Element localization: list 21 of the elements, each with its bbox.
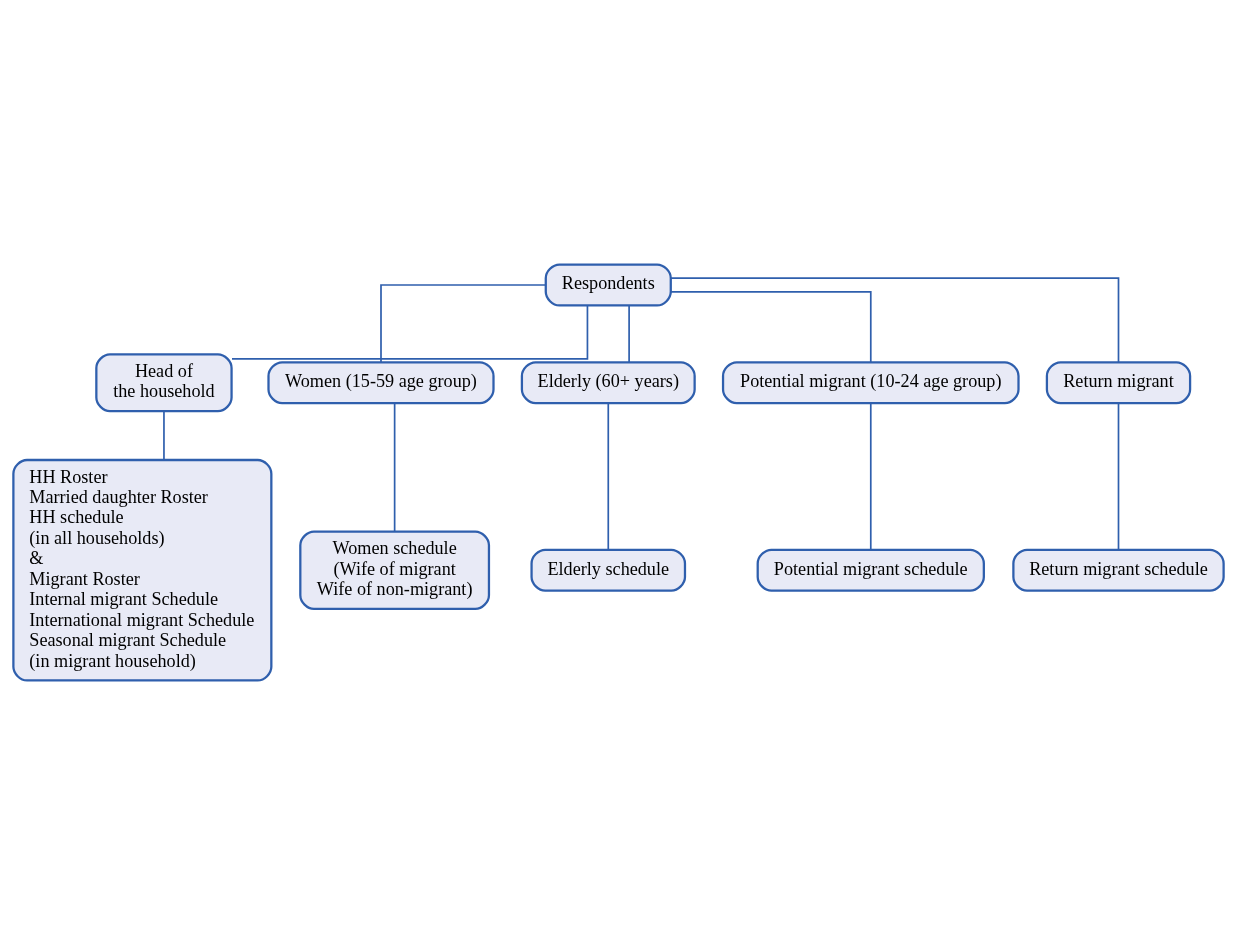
node-box: Potential migrant (10-24 age group) xyxy=(721,361,1020,405)
connector xyxy=(231,304,589,360)
connector xyxy=(869,402,872,551)
node-box: HH Roster Married daughter Roster HH schedule (in all households) & Migrant Roster Internal migrant Schedule International migrant Schedule Seasonal migrant Schedule (in migrant household) xyxy=(12,458,273,682)
connector xyxy=(1117,402,1120,551)
connector xyxy=(380,284,547,363)
node-box: Elderly (60+ years) xyxy=(520,361,696,405)
connector xyxy=(628,304,630,363)
connector xyxy=(163,410,165,461)
node-box: Women schedule (Wife of migrant Wife of non-migrant) xyxy=(299,530,491,610)
node-box: Potential migrant schedule xyxy=(756,548,985,592)
node-box: Elderly schedule xyxy=(530,548,687,592)
connector xyxy=(670,277,1120,363)
connector xyxy=(669,290,872,363)
connector xyxy=(607,402,610,551)
node-box: Women (15-59 age group) xyxy=(267,361,495,405)
connector xyxy=(393,402,396,533)
node-box: Return migrant xyxy=(1045,361,1192,405)
node-box: Return migrant schedule xyxy=(1012,548,1225,592)
node-box: Respondents xyxy=(544,263,672,307)
node-box: Head of the household xyxy=(95,353,233,413)
